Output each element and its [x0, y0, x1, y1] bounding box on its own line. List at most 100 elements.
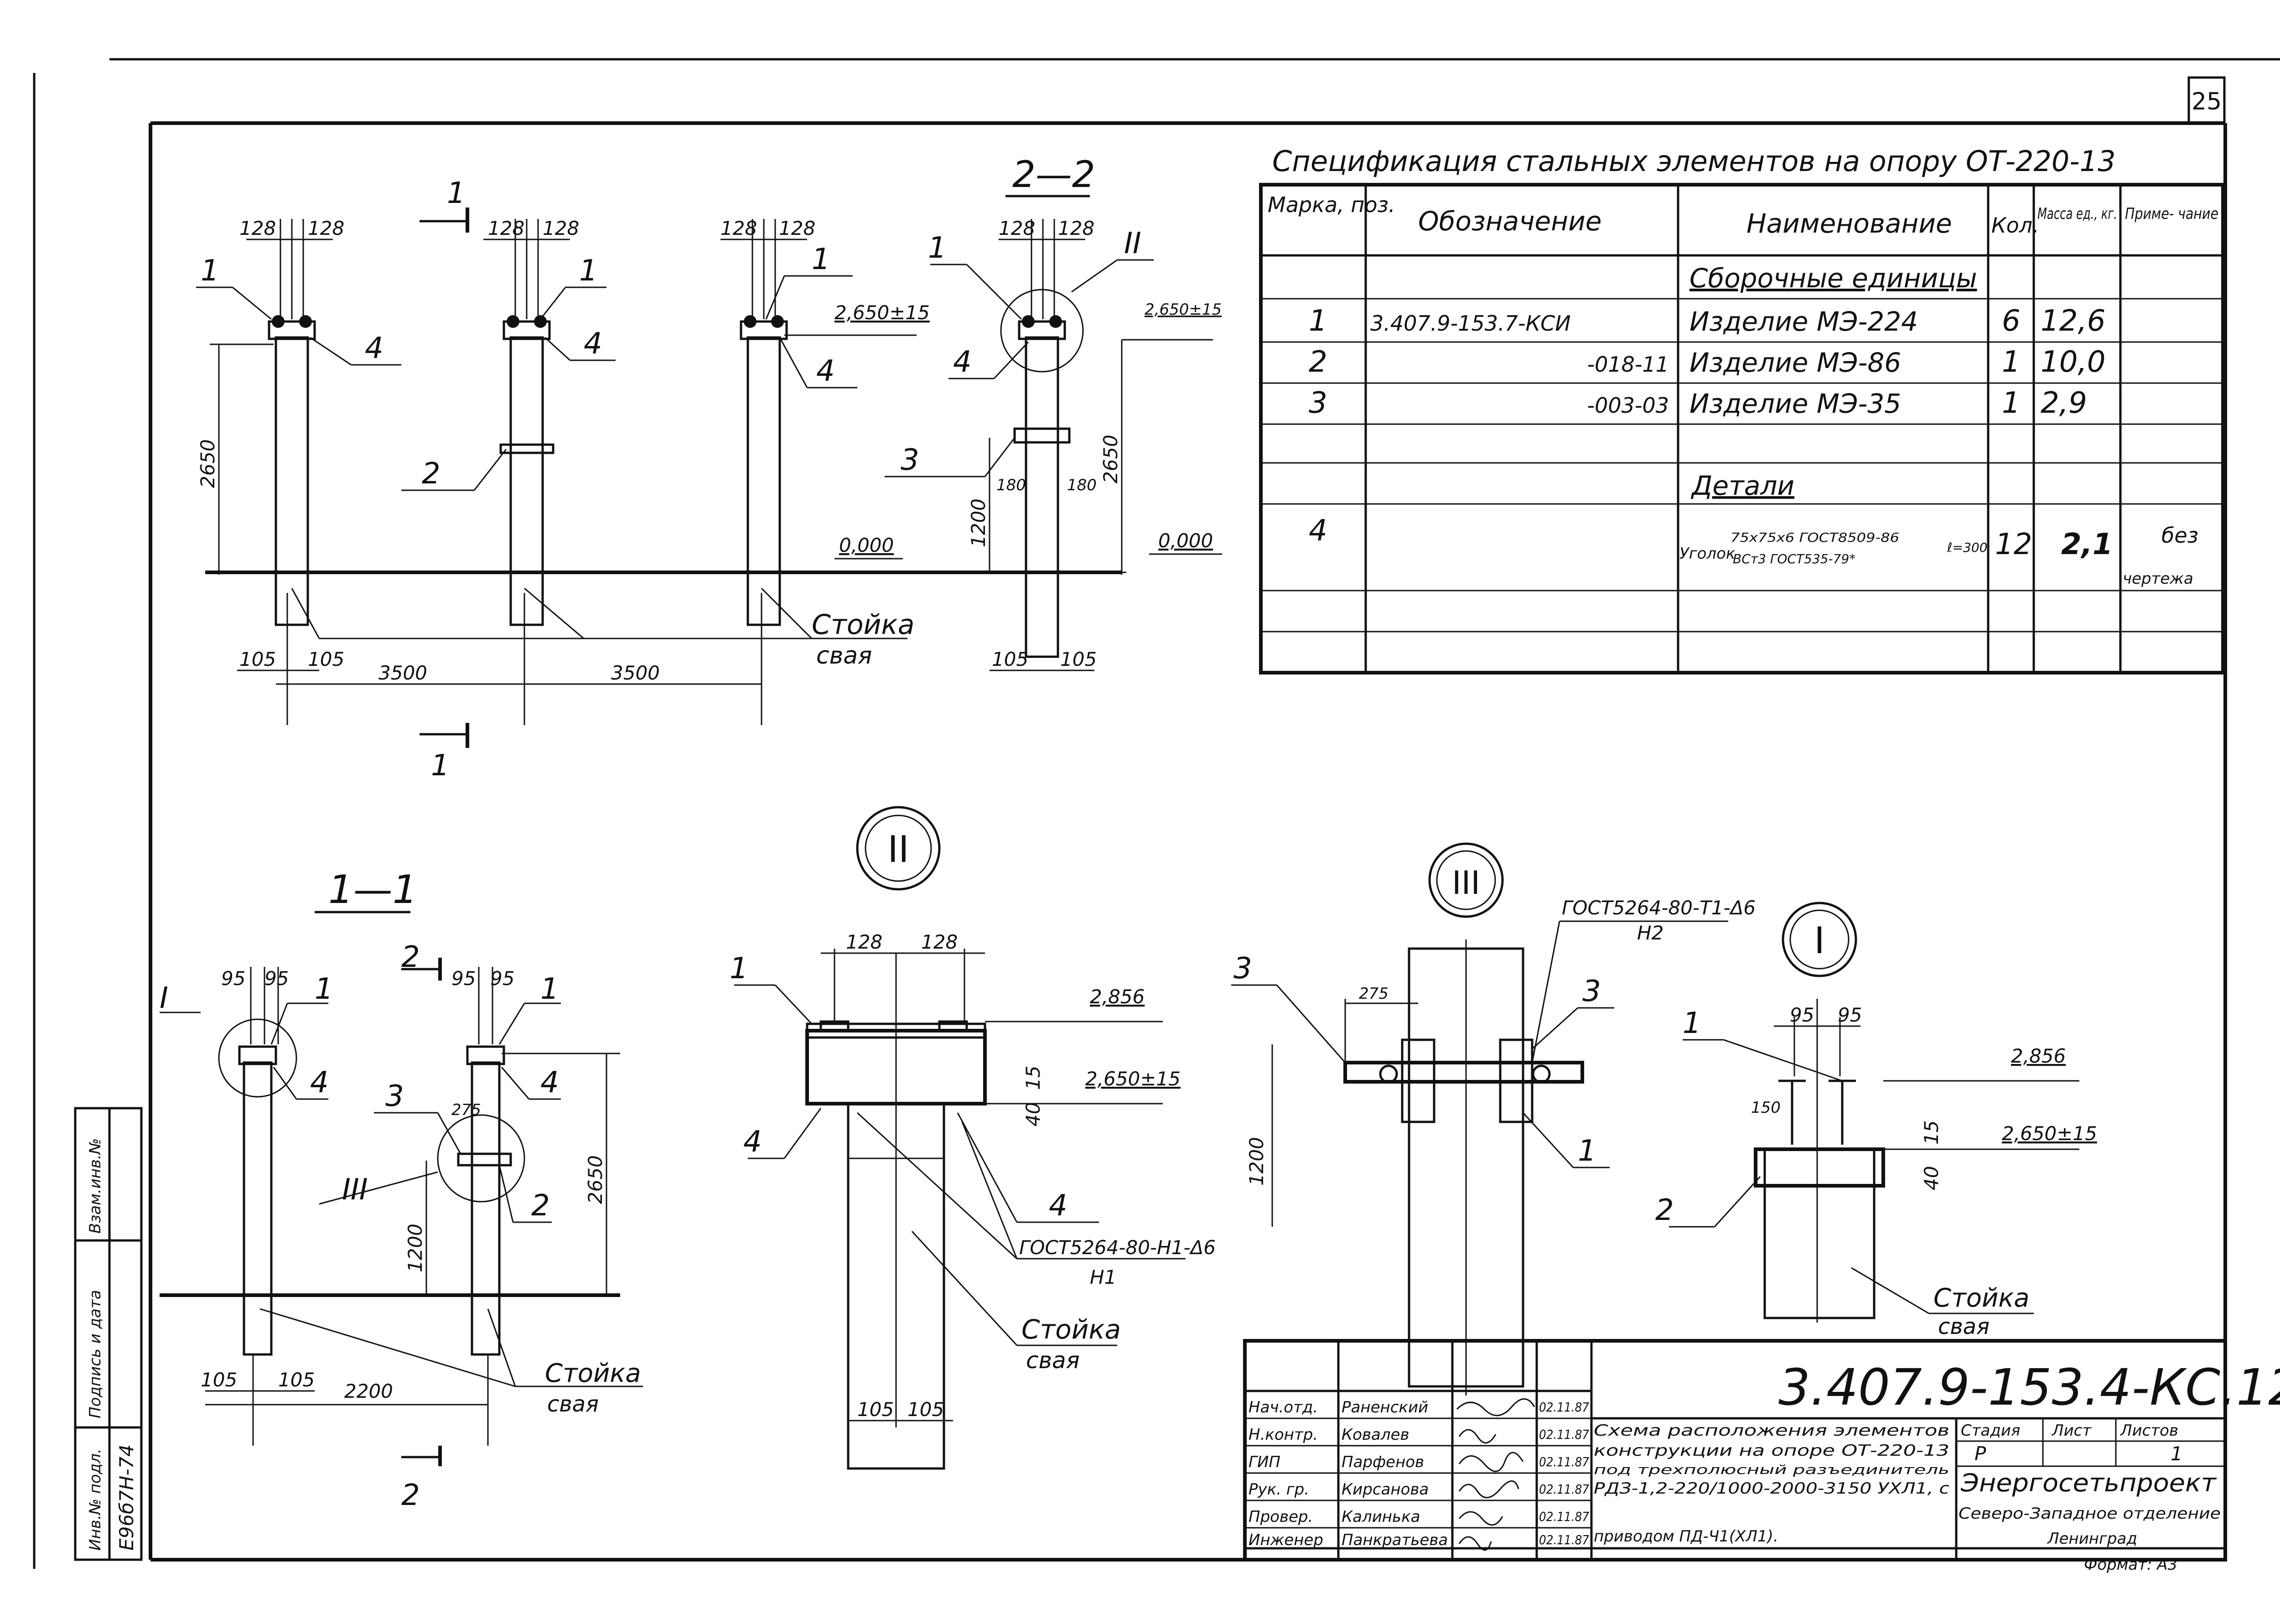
level-2856: 2,856 — [1090, 986, 1145, 1008]
spec-cell: 3.407.9-153.7-КСИ — [1370, 311, 1571, 336]
label-post: Стойка — [1933, 1283, 2030, 1313]
stamp-name: Раненский — [1342, 1398, 1428, 1416]
callout-2: 2 — [422, 457, 440, 491]
node-II-mark: II — [1124, 227, 1141, 260]
spec-header-qty: Кол. — [1991, 213, 2039, 238]
dim-128: 128 — [999, 217, 1035, 239]
stamp-name: Ковалев — [1342, 1426, 1409, 1444]
dim-105: 105 — [857, 1398, 894, 1421]
weld-note-2b: Н2 — [1637, 922, 1663, 944]
cut-1-bottom: 1 — [431, 749, 450, 783]
dim-3500-b: 3500 — [611, 662, 660, 684]
dim-275: 275 — [451, 1101, 481, 1119]
label-pile: свая — [547, 1391, 599, 1417]
stamp-desc-line: конструкции на опоре ОТ-220-13 — [1594, 1442, 1949, 1460]
dim-128: 128 — [543, 217, 579, 239]
spec-cell: Изделие МЭ-35 — [1689, 388, 1901, 419]
weld-note-1b: Н1 — [1090, 1266, 1116, 1288]
dim-105: 105 — [201, 1369, 237, 1391]
stamp-desc-line: РДЗ-1,2-220/1000-2000-3150 УХЛ1, с — [1594, 1479, 1949, 1498]
dim-128: 128 — [921, 931, 958, 953]
dim-95: 95 — [221, 967, 245, 990]
dim-2650: 2650 — [584, 1155, 606, 1204]
node-I-mark: I — [160, 981, 168, 1015]
callout-3: 3 — [1233, 952, 1252, 986]
stamp-row: Провер. Калинька 02.11.87 — [1249, 1508, 1589, 1526]
stamp-description: Схема расположения элементов конструкции… — [1594, 1422, 1949, 1546]
spec-section-details: Детали — [1690, 470, 1794, 501]
callout-4: 4 — [1049, 1189, 1067, 1223]
level-2856: 2,856 — [2011, 1045, 2066, 1067]
callout-1: 1 — [315, 972, 333, 1006]
dim-40: 40 — [1022, 1102, 1044, 1126]
dim-2650: 2650 — [197, 439, 219, 488]
dim-128-r: 128 — [308, 217, 344, 239]
side-label-replace: Взам.инв.№ — [86, 1138, 104, 1234]
stamp-date: 02.11.87 — [1539, 1454, 1589, 1469]
callout-3: 3 — [385, 1079, 404, 1113]
weld-note-1: ГОСТ5264-80-Н1-Δ6 — [1019, 1236, 1216, 1259]
stamp-row: Рук. гр. Кирсанова 02.11.87 — [1249, 1480, 1589, 1499]
dim-150: 150 — [1751, 1099, 1781, 1117]
spec-cell: 12 — [1995, 528, 2032, 561]
section-2-2-title: 2—2 — [1012, 153, 1095, 196]
callout-1: 1 — [1683, 1007, 1701, 1040]
sheet-frame: 25 — [33, 58, 2280, 1569]
dim-128: 128 — [779, 217, 815, 239]
spec-row-1: 1 3.407.9-153.7-КСИ Изделие МЭ-224 6 12,… — [1309, 304, 2106, 338]
label-pile: свая — [1938, 1314, 1990, 1339]
stamp-row: ГИП Парфенов 02.11.87 — [1249, 1453, 1589, 1471]
callout-1: 1 — [540, 972, 559, 1006]
level-000: 0,000 — [839, 534, 894, 556]
spec-cell: без — [2161, 523, 2198, 548]
spec-cell: 2 — [1309, 345, 1327, 379]
stamp-name: Кирсанова — [1342, 1480, 1429, 1499]
spec-header-designation: Обозначение — [1418, 206, 1601, 237]
label-pile: свая — [816, 642, 872, 669]
stamp-name: Панкратьева — [1342, 1531, 1448, 1549]
dim-95: 95 — [490, 967, 514, 990]
stamp-format: Формат: А3 — [2084, 1556, 2177, 1574]
callout-4: 4 — [365, 332, 383, 365]
spec-cell: 12,6 — [2041, 304, 2106, 338]
node-II-title: II — [887, 828, 909, 871]
spec-cell: 1 — [1309, 304, 1327, 338]
node-I-title: I — [1814, 919, 1825, 962]
label-post: Стойка — [1021, 1314, 1121, 1345]
dim-128: 128 — [488, 217, 524, 239]
callout-1: 1 — [579, 254, 598, 288]
stamp-date: 02.11.87 — [1539, 1509, 1589, 1524]
post-left — [268, 315, 316, 626]
stamp-role: Рук. гр. — [1249, 1480, 1309, 1499]
stamp-date: 02.11.87 — [1539, 1532, 1589, 1547]
stamp-sheet-header: Лист — [2051, 1422, 2092, 1440]
stamp-org-branch: Северо-Западное отделение — [1959, 1505, 2221, 1523]
spec-row-3: 3 -003-03 Изделие МЭ-35 1 2,9 — [1309, 386, 2087, 420]
spec-row-4: 4 Уголок 75х75х6 ГОСТ8509-86 ВСт3 ГОСТ53… — [1309, 514, 2198, 588]
stamp-org: Энергосетьпроект — [1960, 1468, 2217, 1497]
spec-cell: Изделие МЭ-86 — [1689, 347, 1901, 378]
stamp-desc-line: приводом ПД-Ч1(ХЛ1). — [1594, 1527, 1778, 1546]
dim-95: 95 — [1838, 1004, 1862, 1026]
spec-cell: -003-03 — [1587, 393, 1669, 418]
level-2650: 2,650±15 — [1085, 1068, 1181, 1090]
side-inv-number: Е96б7Н-74 — [115, 1444, 138, 1551]
spec-cell: 75х75х6 ГОСТ8509-86 — [1731, 530, 1899, 545]
stamp-role: Инженер — [1249, 1531, 1323, 1549]
stamp-org-city: Ленинград — [2047, 1530, 2137, 1548]
level-2650: 2,650±15 — [834, 301, 930, 324]
dim-180: 180 — [996, 476, 1026, 494]
node-II-detail: II 128 128 1 2,856 2,650±15 15 40 4 4 ГО… — [730, 806, 1216, 1470]
section-1-1-title: 1—1 — [328, 867, 417, 913]
stamp-signatures — [1456, 1398, 1535, 1551]
spec-section-assemblies: Сборочные единицы — [1689, 263, 1977, 294]
stamp-sheets: 1 — [2171, 1442, 2183, 1465]
stamp-role: Провер. — [1249, 1508, 1313, 1526]
level-2650: 2,650±15 — [1145, 301, 1222, 319]
stamp-role: ГИП — [1249, 1453, 1280, 1471]
stamp-date: 02.11.87 — [1539, 1427, 1589, 1442]
dim-105: 105 — [992, 648, 1028, 670]
dim-128: 128 — [846, 931, 882, 953]
post-right — [740, 315, 788, 626]
dim-40: 40 — [1920, 1166, 1943, 1190]
